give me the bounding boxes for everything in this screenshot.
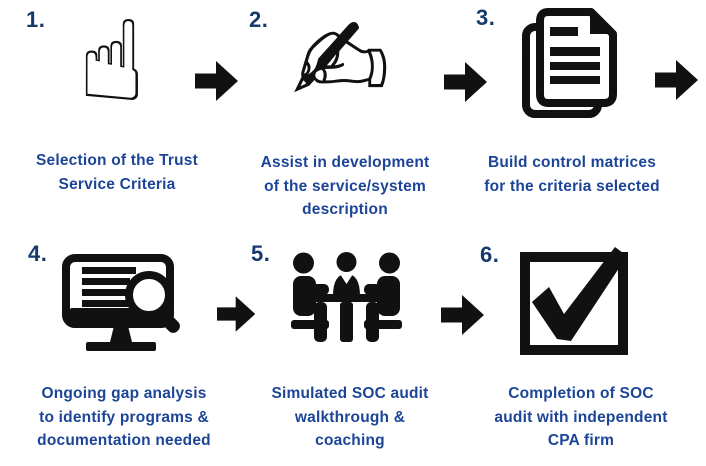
stacked-documents-icon	[522, 8, 617, 118]
step-1-number: 1.	[26, 7, 46, 32]
step-3-number: 3.	[476, 5, 496, 30]
meeting-table-icon	[291, 252, 402, 342]
flow-arrow-icon	[655, 60, 698, 100]
step-4-caption: Ongoing gap analysis to identify program…	[37, 385, 211, 449]
step-6-caption: Completion of SOC audit with independent…	[494, 385, 668, 449]
writing-hand-icon: ✍	[291, 0, 391, 130]
flow-arrow-icon	[441, 295, 484, 335]
checked-checkbox-icon	[520, 247, 628, 355]
flow-arrow-icon	[444, 62, 487, 102]
step-2-caption: Assist in development of the service/sys…	[260, 154, 430, 218]
step-1-caption: Selection of the Trust Service Criteria	[35, 152, 198, 193]
step-6-number: 6.	[480, 242, 500, 267]
step-2-number: 2.	[249, 7, 269, 32]
pointing-hand-icon: ☝	[77, 0, 147, 127]
step-5-number: 5.	[251, 241, 271, 266]
monitor-magnifier-icon	[62, 254, 180, 351]
flow-arrow-icon	[217, 296, 256, 332]
step-5-caption: Simulated SOC audit walkthrough & coachi…	[271, 385, 429, 449]
flow-arrow-icon	[195, 61, 238, 101]
step-3-caption: Build control matrices for the criteria …	[484, 154, 660, 195]
step-4-number: 4.	[28, 241, 48, 266]
